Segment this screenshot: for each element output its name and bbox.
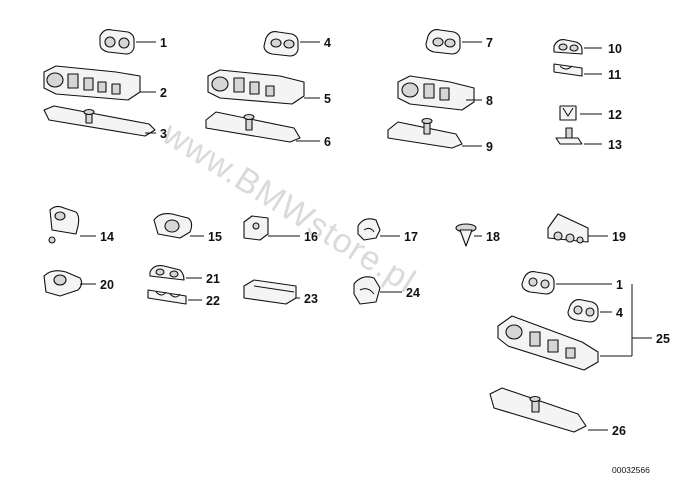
callout-7: 7	[486, 36, 493, 50]
callout-26: 26	[612, 424, 626, 438]
part-26-base-plate[interactable]	[489, 387, 608, 433]
part-11-clip-bottom[interactable]	[553, 63, 602, 77]
part-2-multi-clip[interactable]	[43, 65, 156, 101]
callout-22: 22	[206, 294, 220, 308]
part-25-assembly[interactable]	[497, 271, 652, 371]
callout-5: 5	[324, 92, 331, 106]
part-10-clip-top[interactable]	[553, 39, 602, 55]
part-17-clip[interactable]	[357, 218, 400, 241]
part-9-base-plate[interactable]	[387, 117, 482, 149]
callout-16: 16	[304, 230, 318, 244]
group-callout-4: 4	[616, 306, 623, 320]
drawing-code: 00032566	[612, 465, 650, 475]
callout-6: 6	[324, 135, 331, 149]
callout-15: 15	[208, 230, 222, 244]
part-6-base-plate[interactable]	[205, 111, 320, 143]
part-14-clip[interactable]	[48, 205, 96, 244]
group-callout-1: 1	[616, 278, 623, 292]
part-16-block-clip[interactable]	[243, 215, 300, 241]
part-18-push-pin[interactable]	[455, 223, 482, 247]
callout-25: 25	[656, 332, 670, 346]
part-21-clip-top[interactable]	[149, 265, 202, 281]
part-15-clip[interactable]	[153, 213, 204, 239]
callout-24: 24	[406, 286, 420, 300]
callout-3: 3	[160, 127, 167, 141]
part-13-pin[interactable]	[555, 127, 602, 145]
callout-4: 4	[324, 36, 331, 50]
part-7-clip[interactable]	[425, 29, 482, 55]
callout-23: 23	[304, 292, 318, 306]
callout-21: 21	[206, 272, 220, 286]
callout-12: 12	[608, 108, 622, 122]
callout-17: 17	[404, 230, 418, 244]
callout-18: 18	[486, 230, 500, 244]
part-19-triple-clip[interactable]	[547, 213, 608, 244]
part-23-sleeve[interactable]	[243, 279, 300, 305]
callout-1: 1	[160, 36, 167, 50]
callout-9: 9	[486, 140, 493, 154]
part-4-clip[interactable]	[263, 31, 320, 57]
callout-13: 13	[608, 138, 622, 152]
part-1-clip[interactable]	[99, 29, 156, 55]
part-3-base-plate[interactable]	[43, 105, 156, 137]
callout-8: 8	[486, 94, 493, 108]
part-8-multi-clip[interactable]	[397, 75, 482, 111]
part-22-clip-bottom[interactable]	[147, 289, 202, 305]
part-5-multi-clip[interactable]	[207, 69, 320, 105]
callout-14: 14	[100, 230, 114, 244]
callout-20: 20	[100, 278, 114, 292]
part-24-clip[interactable]	[353, 276, 402, 305]
callout-19: 19	[612, 230, 626, 244]
callout-11: 11	[608, 68, 621, 82]
part-12-holder[interactable]	[559, 105, 602, 121]
part-20-clip[interactable]	[43, 270, 96, 297]
callout-10: 10	[608, 42, 622, 56]
callout-2: 2	[160, 86, 167, 100]
